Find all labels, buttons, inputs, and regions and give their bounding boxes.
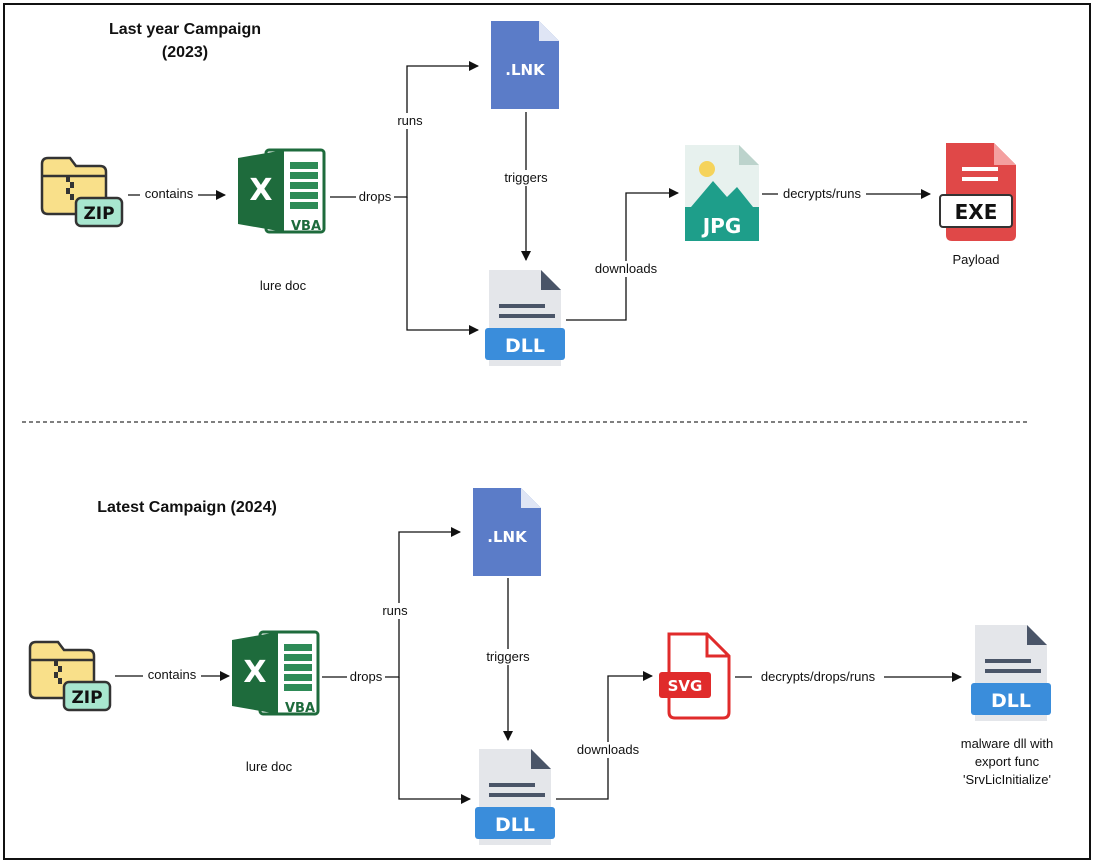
edge-label-decrypts-2023: decrypts/runs (783, 186, 862, 201)
malware-dll-icon-label: DLL (991, 690, 1031, 712)
edge-runs-2023 (330, 61, 479, 198)
svg-file-icon-label: SVG (668, 677, 703, 695)
lnk-icon: .LNK (473, 488, 541, 576)
lnk-icon: .LNK (491, 21, 559, 109)
edge-downloads-2023 (566, 188, 679, 321)
edge-label-bg (778, 186, 866, 202)
zip-icon: ZIP (28, 640, 112, 712)
edge-label-bg (143, 667, 201, 683)
dll-icon-label: DLL (495, 814, 535, 836)
campaign-2023-title-line1: Last year Campaign (109, 21, 261, 38)
exe-icon-label: EXE (955, 200, 998, 224)
dll-icon: DLL (485, 270, 565, 366)
edge-label-bg (380, 603, 410, 619)
campaign-2024-title: Latest Campaign (2024) (97, 499, 277, 516)
edge-label-triggers-2024: triggers (486, 649, 530, 664)
dll-icon: DLL (475, 749, 555, 845)
edge-drops-to-dll-2023 (406, 197, 479, 335)
edge-label-downloads-2024: downloads (577, 742, 640, 757)
edge-label-contains-2024: contains (148, 667, 197, 682)
result-label-line3: 'SrvLicInitialize' (963, 772, 1051, 787)
jpg-icon: JPG (685, 145, 759, 241)
lnk-icon-label: .LNK (487, 528, 528, 546)
zip-icon-label: ZIP (71, 688, 102, 708)
edge-label-downloads-2023: downloads (595, 261, 658, 276)
excel-vba-icon: X VBA (236, 148, 326, 234)
edge-label-drops-2023: drops (359, 189, 392, 204)
excel-x-glyph: X (249, 173, 272, 208)
excel-icon-label: VBA (291, 219, 321, 234)
payload-label: Payload (953, 252, 1000, 267)
edge-label-bg (590, 261, 662, 277)
zip-icon-label: ZIP (83, 204, 114, 224)
jpg-icon-label: JPG (701, 214, 742, 238)
result-label-line2: export func (975, 754, 1040, 769)
svg-file-icon: SVG (659, 632, 731, 720)
zip-icon: ZIP (40, 156, 124, 228)
edge-label-runs-2023: runs (397, 113, 423, 128)
edge-label-bg (572, 742, 644, 758)
edge-downloads-2024 (556, 671, 653, 800)
campaign-2023-title-line2: (2023) (162, 44, 208, 61)
edge-label-bg (752, 669, 884, 685)
malware-dll-icon: DLL (971, 625, 1051, 721)
diagram-frame (3, 3, 1091, 860)
edge-label-bg (482, 649, 534, 665)
edge-label-bg (347, 669, 385, 685)
excel-icon-label: VBA (285, 701, 315, 716)
edge-drops-to-dll-2024 (398, 677, 471, 804)
lure-doc-label-2023: lure doc (260, 278, 307, 293)
edge-label-bg (394, 113, 424, 129)
dll-icon-label: DLL (505, 335, 545, 357)
edge-label-bg (356, 189, 394, 205)
excel-x-glyph: X (243, 655, 266, 690)
edge-label-decrypts-2024: decrypts/drops/runs (761, 669, 876, 684)
lnk-icon-label: .LNK (505, 61, 546, 79)
edge-label-triggers-2023: triggers (504, 170, 548, 185)
exe-icon: EXE (939, 143, 1016, 241)
edge-label-drops-2024: drops (350, 669, 383, 684)
edge-label-runs-2024: runs (382, 603, 408, 618)
edge-label-bg (140, 186, 198, 202)
lure-doc-label-2024: lure doc (246, 759, 293, 774)
edge-label-contains-2023: contains (145, 186, 194, 201)
edge-label-bg (500, 170, 552, 186)
excel-vba-icon: X VBA (230, 630, 320, 716)
result-label-line1: malware dll with (961, 736, 1053, 751)
